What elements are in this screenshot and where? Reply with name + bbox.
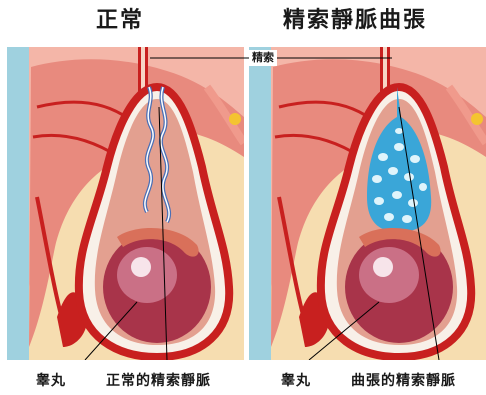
spermatic-cord-label: 精索: [249, 50, 277, 66]
testis-label-right: 睾丸: [281, 370, 311, 390]
testis-label-left: 睾丸: [36, 370, 66, 390]
dilated-vein-label: 曲張的精索靜脈: [351, 370, 456, 390]
normal-vein-label: 正常的精索靜脈: [106, 370, 211, 390]
